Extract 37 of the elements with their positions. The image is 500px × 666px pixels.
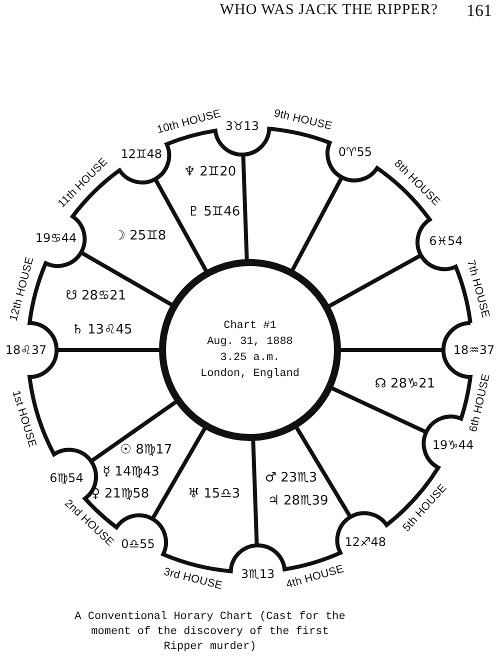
chart-info-text: London, England	[200, 367, 300, 382]
cusp-label: 19♑44	[432, 438, 474, 452]
planet-position: ☉ 8♍17	[120, 442, 172, 458]
house-label: 10th HOUSE	[156, 108, 222, 136]
house-label: 7th HOUSE	[464, 258, 492, 320]
cusp-label: 12♐48	[344, 535, 386, 549]
chart-info-text: Chart #1	[224, 319, 276, 334]
house-label: 9th HOUSE	[272, 108, 334, 133]
planet-position: ☋ 28♋21	[66, 288, 126, 304]
planet-position: ♃ 28♏39	[268, 494, 328, 508]
planet-position: ☿ 14♍43	[102, 464, 160, 480]
chart-caption: A Conventional Horary Chart (Cast for the moment of the discovery of the first Ripper murder)	[74, 610, 346, 655]
house-label: 3rd HOUSE	[162, 566, 224, 592]
cusp-label: 6♓54	[429, 234, 463, 248]
planet-position: ♂ 23♏3	[264, 470, 318, 486]
cusp-label: 3♉13	[225, 119, 259, 134]
chart-info-text: 3.25 a.m.	[220, 351, 280, 366]
planet-position: ♇ 5♊46	[188, 204, 240, 220]
house-label: 6th HOUSE	[467, 372, 492, 434]
planet-position: ☽ 25♊8	[114, 228, 166, 244]
planet-position: ♄ 13♌45	[72, 322, 132, 338]
running-head: WHO WAS JACK THE RIPPER?	[220, 2, 438, 19]
chart-info-text: Aug. 31, 1888	[207, 335, 293, 350]
page-number: 161	[466, 1, 492, 21]
cusp-label: 3♏13	[240, 566, 275, 581]
cusp-label: 0♈55	[338, 145, 372, 160]
cusp-label: 12♊48	[120, 147, 162, 162]
house-label: 12th HOUSE	[8, 256, 36, 322]
cusp-label: 18♌37	[5, 343, 47, 357]
cusp-label: 19♋44	[35, 231, 77, 245]
planet-position: ♅ 15♎3	[188, 486, 240, 502]
cusp-label: 18♒37	[453, 343, 495, 357]
cusp-label: 0♎55	[121, 536, 155, 551]
planet-position: ☊ 28♑21	[374, 376, 436, 392]
planet-position: ♆ 2♊20	[184, 164, 236, 180]
cusp-label: 6♍54	[50, 471, 84, 486]
house-label: 4th HOUSE	[284, 562, 346, 591]
